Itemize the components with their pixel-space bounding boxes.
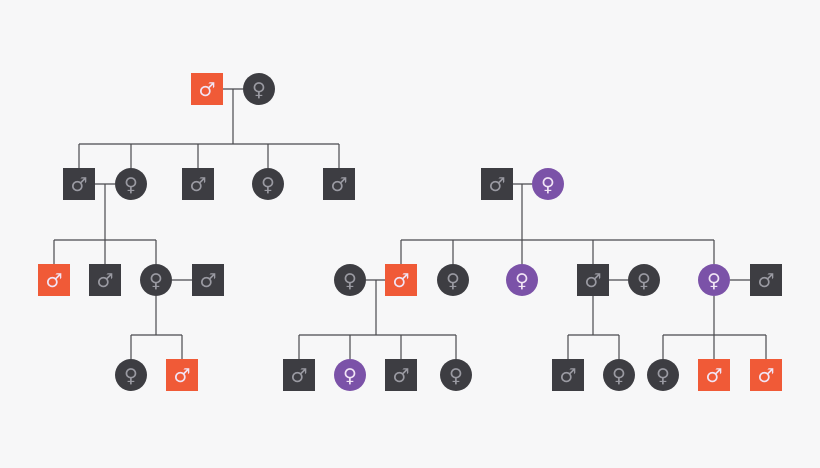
member: ♀ xyxy=(628,264,660,296)
member: ♂ xyxy=(698,359,730,391)
member: ♀ xyxy=(647,359,679,391)
female-circle xyxy=(603,359,635,391)
male-square xyxy=(750,264,782,296)
member: ♂ xyxy=(89,264,121,296)
female-symbol-icon: ♀ xyxy=(343,270,357,292)
female-circle xyxy=(532,168,564,200)
female-circle xyxy=(252,168,284,200)
member: ♀ xyxy=(334,264,366,296)
pedigree-members: ♂ ♀ ♂ ♀ ♂ ♀ ♂ ♂ ♂ ♀ ♂ ♀ ♂ ♂ ♀ ♀ ♂ ♀ ♀ ♂ ♀ ♀ ♂ ♂ ♀ ♂ ♀ ♂ ♀ ♀ ♂ ♂ xyxy=(38,73,782,391)
member: ♂ xyxy=(750,359,782,391)
female-circle xyxy=(506,264,538,296)
female-symbol-icon: ♀ xyxy=(261,174,275,196)
female-symbol-icon: ♀ xyxy=(612,365,626,387)
female-circle xyxy=(334,359,366,391)
male-square xyxy=(552,359,584,391)
male-square xyxy=(323,168,355,200)
member: ♀ xyxy=(440,359,472,391)
male-square xyxy=(698,359,730,391)
male-square xyxy=(750,359,782,391)
female-symbol-icon: ♀ xyxy=(124,365,138,387)
member: ♂ xyxy=(166,359,198,391)
female-circle xyxy=(628,264,660,296)
connector-lines xyxy=(53,88,767,359)
male-symbol-icon: ♂ xyxy=(392,270,409,292)
male-square xyxy=(166,359,198,391)
member: ♂ xyxy=(182,168,214,200)
member: ♂ xyxy=(385,264,417,296)
member: ♂ xyxy=(323,168,355,200)
female-symbol-icon: ♀ xyxy=(541,174,555,196)
female-circle xyxy=(698,264,730,296)
male-square xyxy=(182,168,214,200)
female-circle xyxy=(115,359,147,391)
male-symbol-icon: ♂ xyxy=(189,174,206,196)
female-symbol-icon: ♀ xyxy=(252,79,266,101)
male-symbol-icon: ♂ xyxy=(757,365,774,387)
female-symbol-icon: ♀ xyxy=(446,270,460,292)
female-symbol-icon: ♀ xyxy=(707,270,721,292)
member: ♀ xyxy=(115,359,147,391)
member: ♀ xyxy=(140,264,172,296)
female-symbol-icon: ♀ xyxy=(656,365,670,387)
male-symbol-icon: ♂ xyxy=(559,365,576,387)
female-symbol-icon: ♀ xyxy=(515,270,529,292)
member: ♀ xyxy=(115,168,147,200)
male-square xyxy=(191,73,223,105)
member: ♂ xyxy=(283,359,315,391)
female-circle xyxy=(647,359,679,391)
member: ♂ xyxy=(63,168,95,200)
male-symbol-icon: ♂ xyxy=(45,270,62,292)
male-symbol-icon: ♂ xyxy=(96,270,113,292)
male-symbol-icon: ♂ xyxy=(488,174,505,196)
female-circle xyxy=(437,264,469,296)
male-symbol-icon: ♂ xyxy=(199,270,216,292)
member: ♂ xyxy=(481,168,513,200)
member: ♀ xyxy=(243,73,275,105)
male-square xyxy=(385,264,417,296)
male-square xyxy=(283,359,315,391)
male-square xyxy=(38,264,70,296)
female-symbol-icon: ♀ xyxy=(149,270,163,292)
member: ♂ xyxy=(577,264,609,296)
member: ♀ xyxy=(603,359,635,391)
female-circle xyxy=(115,168,147,200)
male-square xyxy=(89,264,121,296)
member: ♂ xyxy=(750,264,782,296)
male-symbol-icon: ♂ xyxy=(173,365,190,387)
member: ♀ xyxy=(532,168,564,200)
member: ♂ xyxy=(192,264,224,296)
male-symbol-icon: ♂ xyxy=(584,270,601,292)
male-square xyxy=(192,264,224,296)
female-circle xyxy=(243,73,275,105)
female-symbol-icon: ♀ xyxy=(637,270,651,292)
female-circle xyxy=(140,264,172,296)
member: ♀ xyxy=(698,264,730,296)
male-square xyxy=(577,264,609,296)
male-symbol-icon: ♂ xyxy=(198,79,215,101)
male-symbol-icon: ♂ xyxy=(705,365,722,387)
male-square xyxy=(481,168,513,200)
member: ♂ xyxy=(38,264,70,296)
female-symbol-icon: ♀ xyxy=(449,365,463,387)
member: ♂ xyxy=(191,73,223,105)
male-symbol-icon: ♂ xyxy=(290,365,307,387)
male-square xyxy=(385,359,417,391)
female-circle xyxy=(440,359,472,391)
male-symbol-icon: ♂ xyxy=(330,174,347,196)
female-symbol-icon: ♀ xyxy=(343,365,357,387)
member: ♂ xyxy=(552,359,584,391)
male-symbol-icon: ♂ xyxy=(757,270,774,292)
male-square xyxy=(63,168,95,200)
member: ♀ xyxy=(334,359,366,391)
female-symbol-icon: ♀ xyxy=(124,174,138,196)
member: ♀ xyxy=(506,264,538,296)
member: ♀ xyxy=(437,264,469,296)
male-symbol-icon: ♂ xyxy=(392,365,409,387)
male-symbol-icon: ♂ xyxy=(70,174,87,196)
member: ♂ xyxy=(385,359,417,391)
female-circle xyxy=(334,264,366,296)
member: ♀ xyxy=(252,168,284,200)
